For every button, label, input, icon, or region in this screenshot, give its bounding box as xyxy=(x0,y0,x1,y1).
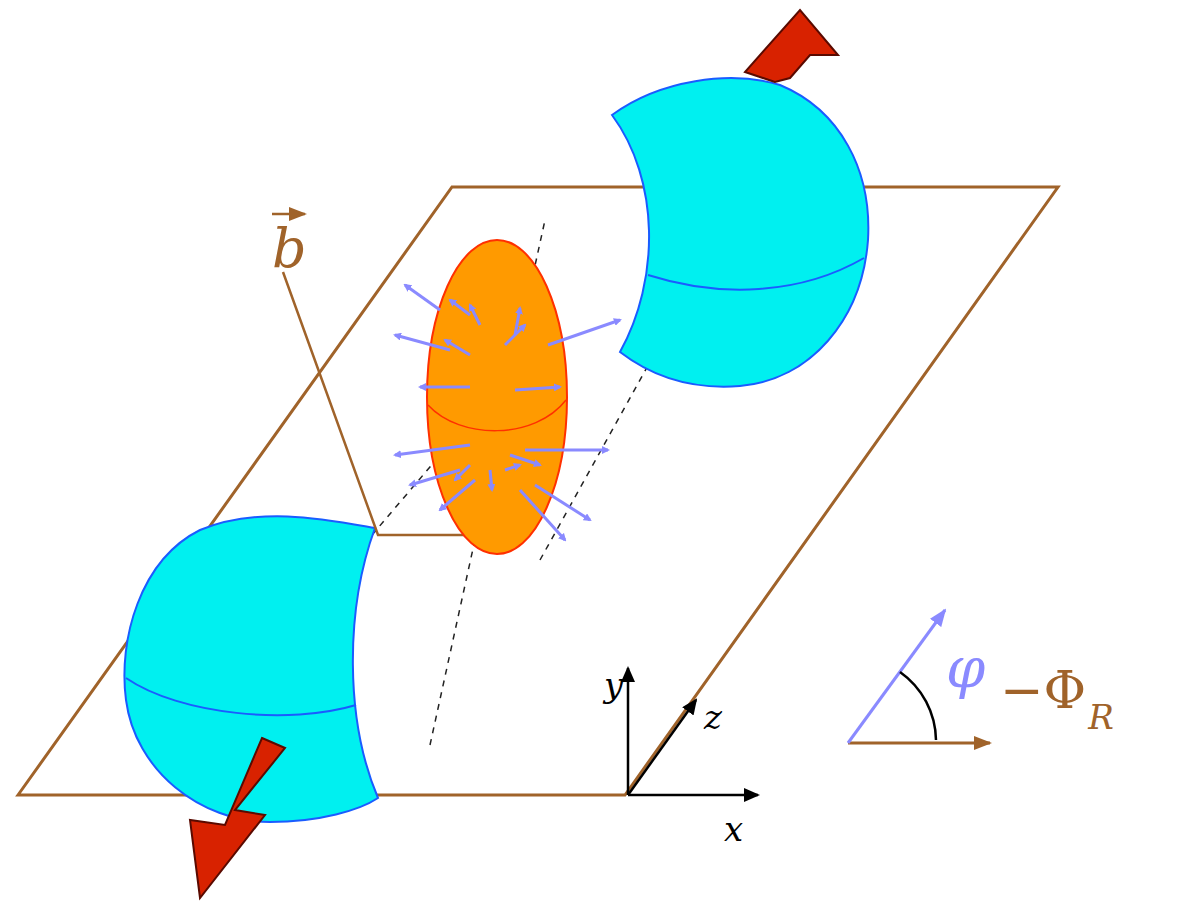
angle-label: −Φ xyxy=(1000,664,1086,716)
angle-label: φ xyxy=(946,640,985,696)
axis-label: x xyxy=(724,812,743,846)
beam-arrow xyxy=(745,10,838,82)
plane-direction xyxy=(848,742,990,745)
subscript-label: R xyxy=(1088,700,1114,734)
axis-label: y xyxy=(604,668,623,702)
angle-arc xyxy=(900,672,936,740)
axis-label: z xyxy=(704,700,722,734)
vector-label: b xyxy=(272,222,307,276)
axes xyxy=(628,668,758,795)
flow-arrows xyxy=(395,285,620,540)
particle-direction xyxy=(848,610,945,743)
overlap-region xyxy=(427,240,567,554)
vector-arrow xyxy=(272,213,305,216)
nucleus-right xyxy=(612,78,868,386)
beam-arrow xyxy=(190,738,285,898)
